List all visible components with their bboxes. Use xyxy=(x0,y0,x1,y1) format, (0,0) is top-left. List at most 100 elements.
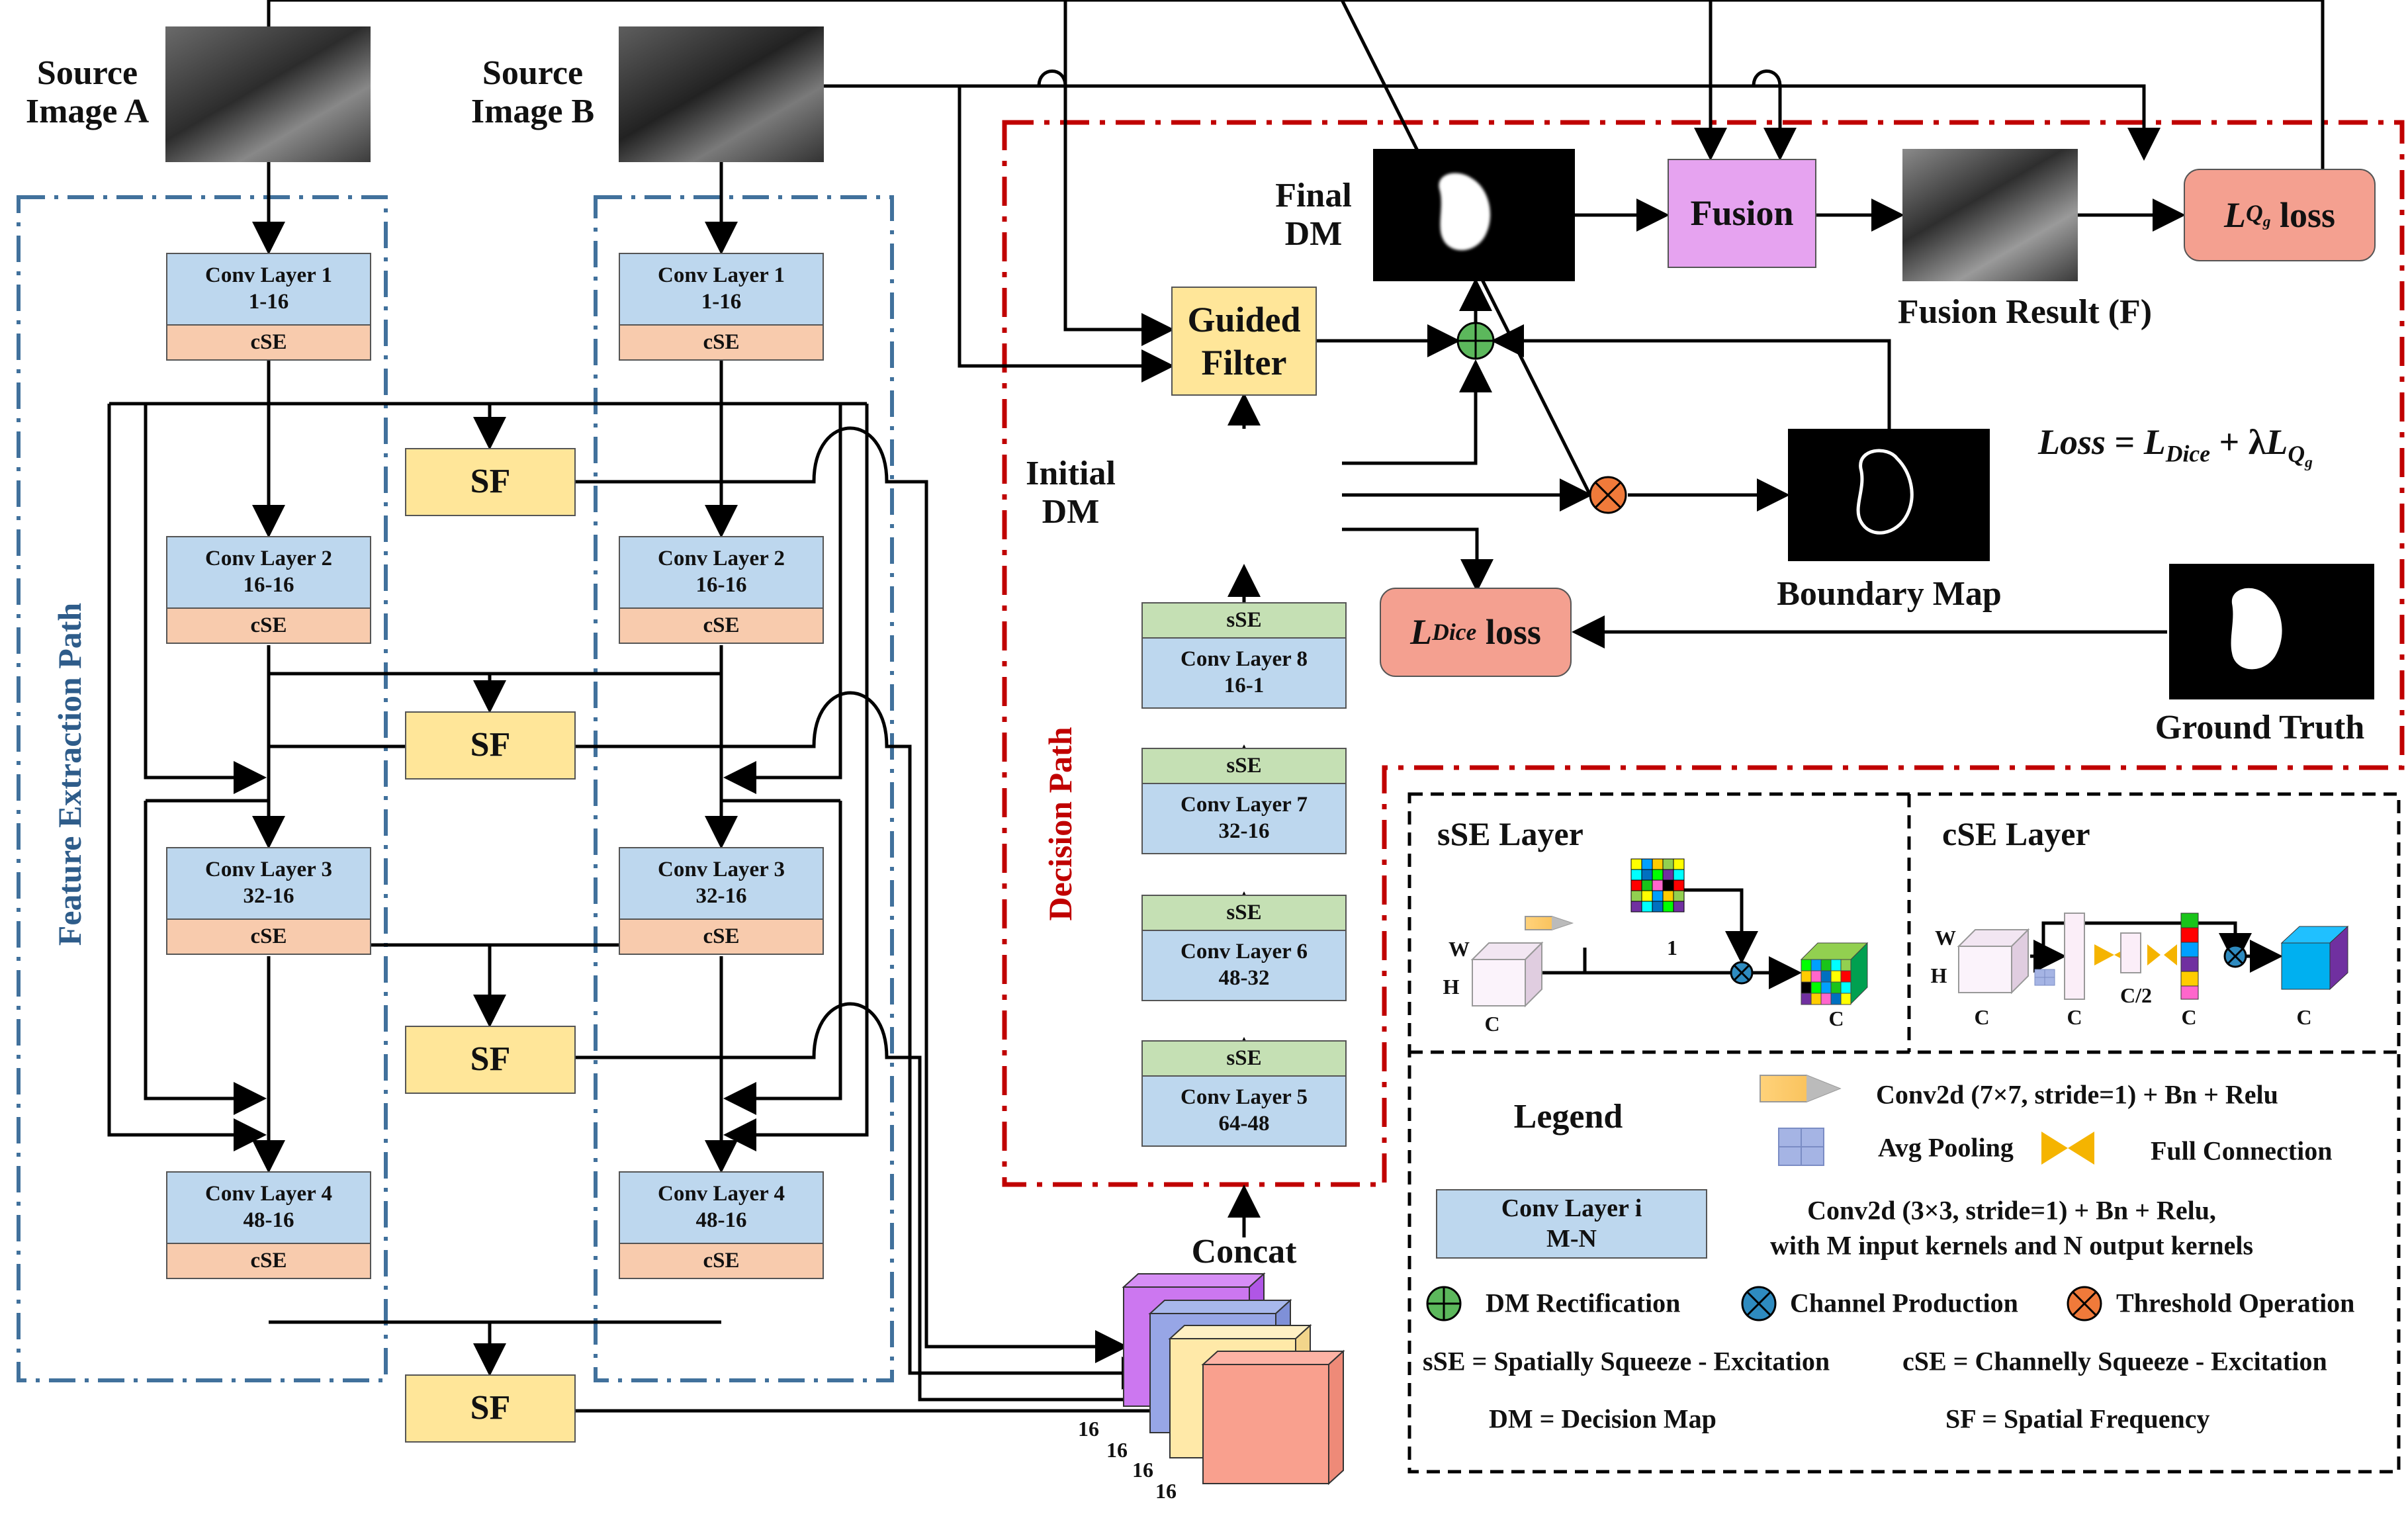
cse-h: H xyxy=(1930,963,1947,988)
feature-path-left-border xyxy=(17,195,388,1382)
threshold-icon xyxy=(1589,476,1627,514)
boundary-map-label: Boundary Map xyxy=(1777,574,2002,613)
conv7-prism-icon xyxy=(1525,916,1574,930)
cse-c5: C xyxy=(2296,1005,2312,1030)
final-dm-image xyxy=(1373,149,1575,281)
sf-box-4: SF xyxy=(405,1374,576,1443)
concat-channel-3: 16 xyxy=(1132,1458,1153,1482)
decision-sse-8: sSE xyxy=(1141,602,1347,639)
conv_layers_right-cse-4: cSE xyxy=(619,1243,824,1279)
sse-c2: C xyxy=(1828,1006,1844,1031)
initial-dm-blob xyxy=(1205,429,1265,504)
fusion-result-label: Fusion Result (F) xyxy=(1897,292,2153,331)
conv7-prism-icon xyxy=(1760,1075,1842,1102)
decision-path-border xyxy=(1002,120,2405,1187)
conv_layers_right-cse-3: cSE xyxy=(619,918,824,955)
legend-conv3-line2: with M input kernels and N output kernel… xyxy=(1769,1230,2254,1261)
initial-dm-label: Initial DM xyxy=(1026,454,1116,531)
legend-conv7: Conv2d (7×7, stride=1) + Bn + Relu xyxy=(1876,1079,2278,1110)
cse-channel-bar xyxy=(2180,913,2199,1000)
concat-label: Concat xyxy=(1191,1232,1297,1271)
sf-box-1: SF xyxy=(405,448,576,516)
cse-output-cube xyxy=(2280,925,2349,991)
decision-path-label: Decision Path xyxy=(1042,727,1079,921)
feature-path-right-border xyxy=(594,195,894,1382)
sse-input-cube xyxy=(1470,941,1544,1008)
legend-dm-rect: DM Rectification xyxy=(1486,1288,1681,1318)
final-dm-label: Final DM xyxy=(1275,176,1352,253)
decision-sse-6: sSE xyxy=(1141,895,1347,931)
fusion-box: Fusion xyxy=(1668,159,1816,268)
sse-c1: C xyxy=(1484,1012,1500,1036)
cse-c4: C xyxy=(2181,1005,2197,1030)
ground-truth-label: Ground Truth xyxy=(2155,708,2365,746)
source-image-a xyxy=(165,26,371,162)
legend-title: Legend xyxy=(1513,1097,1623,1136)
guided-filter-box: Guided Filter xyxy=(1171,287,1317,396)
concat-channel-2: 16 xyxy=(1106,1438,1128,1462)
concat-channel-4: 16 xyxy=(1155,1479,1177,1503)
times-circle-icon xyxy=(1730,944,2247,985)
legend-avg-pool: Avg Pooling xyxy=(1878,1132,2014,1163)
concat-channel-1: 16 xyxy=(1078,1417,1099,1441)
legend-sf-def: SF = Spatial Frequency xyxy=(1945,1404,2210,1434)
legend-sse-def: sSE = Spatially Squeeze - Excitation xyxy=(1423,1346,1830,1376)
sse-one: 1 xyxy=(1667,936,1677,960)
conv_layers_left-cse-1: cSE xyxy=(166,324,371,361)
legend-thresh: Threshold Operation xyxy=(2116,1288,2355,1318)
boundary-map-image xyxy=(1788,429,1990,561)
conv_layers_right-cse-2: cSE xyxy=(619,607,824,644)
cse-c3: C/2 xyxy=(2120,983,2152,1008)
legend-full-connection: Full Connection xyxy=(2151,1136,2333,1166)
ground-truth-image xyxy=(2169,564,2374,699)
cse-w: W xyxy=(1935,926,1956,950)
feature-path-label: Feature Extraction Path xyxy=(51,602,88,946)
source-b-label: Source Image B xyxy=(470,54,595,130)
sse-output-cube xyxy=(1800,942,1869,1005)
cse-c2: C xyxy=(2067,1005,2082,1030)
source-a-label: Source Image A xyxy=(25,54,150,130)
legend-chan-prod: Channel Production xyxy=(1790,1288,2018,1318)
conv_layers_left-cse-4: cSE xyxy=(166,1243,371,1279)
fusion-result-image xyxy=(1902,149,2078,281)
sf-box-2: SF xyxy=(405,711,576,780)
plus-circle-icon xyxy=(1456,322,1495,360)
cse-c1: C xyxy=(1974,1005,1990,1030)
sse-h: H xyxy=(1443,975,1460,999)
legend-conv3-line1: Conv2d (3×3, stride=1) + Bn + Relu, xyxy=(1807,1195,2216,1226)
legend-cse-def: cSE = Channelly Squeeze - Excitation xyxy=(1902,1346,2327,1376)
times-circle-icon xyxy=(1741,1286,1777,1321)
source-image-b xyxy=(619,26,824,162)
concat-stack xyxy=(1122,1272,1345,1486)
decision-sse-7: sSE xyxy=(1141,748,1347,784)
sf-box-3: SF xyxy=(405,1026,576,1094)
conv_layers_left-cse-2: cSE xyxy=(166,607,371,644)
cse-input-cube xyxy=(1957,928,2030,995)
loss-formula: Loss = LDice + λLQg xyxy=(2038,422,2313,471)
sse-w: W xyxy=(1449,937,1470,961)
avg-pool-icon xyxy=(2034,969,2055,986)
cse-panel-title: cSE Layer xyxy=(1942,815,2090,852)
legend-dm-def: DM = Decision Map xyxy=(1489,1404,1717,1434)
sse-panel-title: sSE Layer xyxy=(1437,815,1583,852)
sse-attention-map xyxy=(1630,858,1685,913)
conv_layers_right-cse-1: cSE xyxy=(619,324,824,361)
decision-sse-5: sSE xyxy=(1141,1040,1347,1077)
full-connection-icon xyxy=(2041,1132,2094,1165)
